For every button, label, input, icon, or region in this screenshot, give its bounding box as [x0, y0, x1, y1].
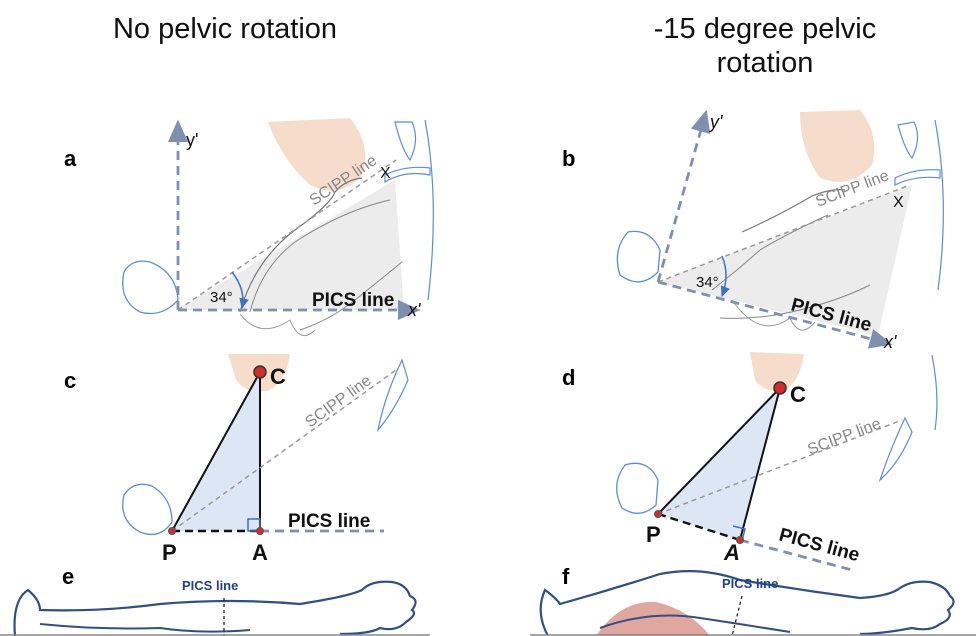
pubis-outline [616, 230, 661, 283]
angle-label: 34° [696, 274, 719, 291]
scipp-line [657, 419, 903, 515]
pelvis-outline [239, 177, 363, 313]
title-rotation-line2: rotation [716, 47, 814, 79]
body-outline-rotated [539, 570, 955, 636]
panel-f: f PICS line [530, 564, 976, 636]
panel-label-b: b [562, 146, 575, 171]
scipp-line-label: SCIPP line [805, 415, 883, 459]
pics-line-label: PICS line [312, 290, 394, 311]
body-outline-supine [13, 580, 417, 636]
panel-a: a 34° y' x' PICS line SCIPP line X [64, 118, 434, 337]
scipp-line-label: SCIPP line [302, 372, 374, 431]
hand-shape [800, 110, 875, 182]
panel-label-d: d [562, 365, 575, 390]
point-a-label: A [723, 540, 740, 565]
panel-label-a: a [64, 146, 77, 171]
scipp-line [657, 184, 911, 283]
point-c-label: C [790, 382, 806, 407]
pelvis-shading [658, 185, 912, 336]
pics-line-label-small: PICS line [722, 576, 778, 591]
line-pa [657, 512, 741, 542]
right-angle-marker [247, 518, 261, 532]
y-axis [656, 109, 711, 283]
point-c [773, 381, 787, 395]
vertebra-outline [394, 121, 417, 162]
point-x-label: X [380, 165, 391, 182]
x-axis-label: x' [407, 300, 421, 320]
triangle-fill [658, 388, 780, 540]
angle-arc [720, 255, 730, 298]
title-no-rotation: No pelvic rotation [112, 13, 338, 45]
pubis-outline [122, 483, 173, 536]
pubis-outline [616, 462, 659, 514]
point-a-label: A [252, 540, 268, 565]
angle-arc [231, 271, 249, 310]
angle-label: 34° [210, 289, 233, 306]
point-p-label: P [162, 540, 177, 565]
pubis-outline [122, 260, 179, 315]
point-c-label: C [270, 364, 286, 389]
hand-shape [750, 352, 804, 391]
panel-d: d C P A PICS line SCIPP line [562, 352, 938, 572]
panel-b: b 34° y' x' PICS line SCIPP line X [562, 109, 944, 352]
pics-line-label-small: PICS line [182, 578, 238, 593]
pics-line [739, 538, 853, 572]
pelvis-shading [176, 180, 404, 310]
point-p-label: P [646, 522, 661, 547]
panel-label-c: c [64, 368, 76, 393]
y-axis-label: y' [708, 112, 723, 132]
x-axis-label: x' [883, 332, 897, 352]
line-pc [657, 387, 781, 515]
pics-line-label: PICS line [288, 511, 370, 532]
panel-e: e PICS line [0, 564, 430, 636]
hand-shape [268, 118, 366, 191]
line-ca [739, 387, 781, 541]
title-rotation-line1: -15 degree pelvic [653, 13, 877, 45]
point-c [253, 365, 267, 379]
scipp-line [171, 369, 397, 532]
scipp-line [177, 159, 397, 311]
pics-vertical [731, 595, 743, 636]
point-a [256, 527, 264, 535]
panel-label-e: e [62, 564, 74, 589]
right-angle-marker [732, 525, 746, 542]
x-axis [657, 280, 893, 349]
point-p [168, 527, 176, 535]
point-x-label: X [893, 194, 904, 211]
point-p [654, 510, 662, 518]
y-axis-label: y' [186, 130, 198, 150]
point-a [736, 536, 744, 544]
panel-label-f: f [562, 564, 570, 589]
panel-c: c C P A PICS line SCIPP line [64, 354, 409, 565]
line-pc [171, 371, 261, 532]
soft-tissue [596, 601, 710, 636]
